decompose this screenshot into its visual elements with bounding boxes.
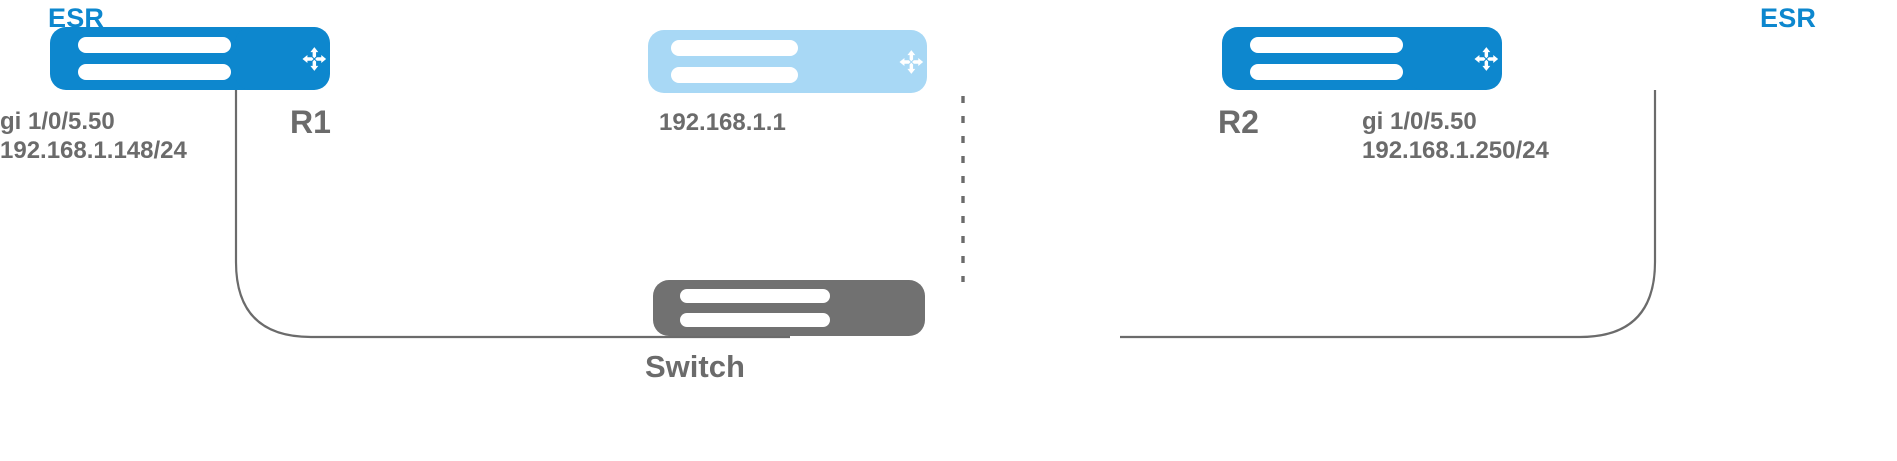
switch-name-label: Switch <box>645 349 745 384</box>
four-way-arrow-icon <box>1474 46 1498 71</box>
switch-port-bar <box>680 288 830 304</box>
router-port-bar <box>671 40 798 57</box>
router-r1-interface-line2: 192.168.1.148/24 <box>0 137 187 165</box>
router-port-bar <box>1249 63 1403 80</box>
virtual-router-port-bars <box>671 40 798 83</box>
esr-label-right: ESR <box>1760 3 1817 33</box>
router-r2-port-bars <box>1249 37 1403 80</box>
virtual-router-ip-label: 192.168.1.1 <box>659 109 786 136</box>
router-r2-interface-line2: 192.168.1.250/24 <box>1362 137 1549 165</box>
router-port-bar <box>1249 37 1403 54</box>
router-r2-interface-line1: gi 1/0/5.50 <box>1362 108 1477 135</box>
router-r1-head[interactable] <box>235 27 330 90</box>
router-r2-name-label: R2 <box>1218 104 1259 140</box>
router-port-bar <box>671 66 798 83</box>
four-way-arrow-icon <box>899 49 923 74</box>
four-way-arrow-icon <box>302 46 326 71</box>
switch-port-bars <box>680 288 830 328</box>
virtual-router-head[interactable] <box>832 30 927 93</box>
router-r1-interface-line1: gi 1/0/5.50 <box>0 108 115 135</box>
router-port-bar <box>77 37 231 54</box>
router-r1-port-bars <box>77 37 231 80</box>
router-r1-name-label: R1 <box>290 104 331 140</box>
switch-body[interactable] <box>653 280 925 336</box>
switch-port-bar <box>680 312 830 328</box>
router-port-bar <box>77 63 231 80</box>
router-r2-head[interactable] <box>1407 27 1502 90</box>
esr-label-left: ESR <box>48 3 105 33</box>
